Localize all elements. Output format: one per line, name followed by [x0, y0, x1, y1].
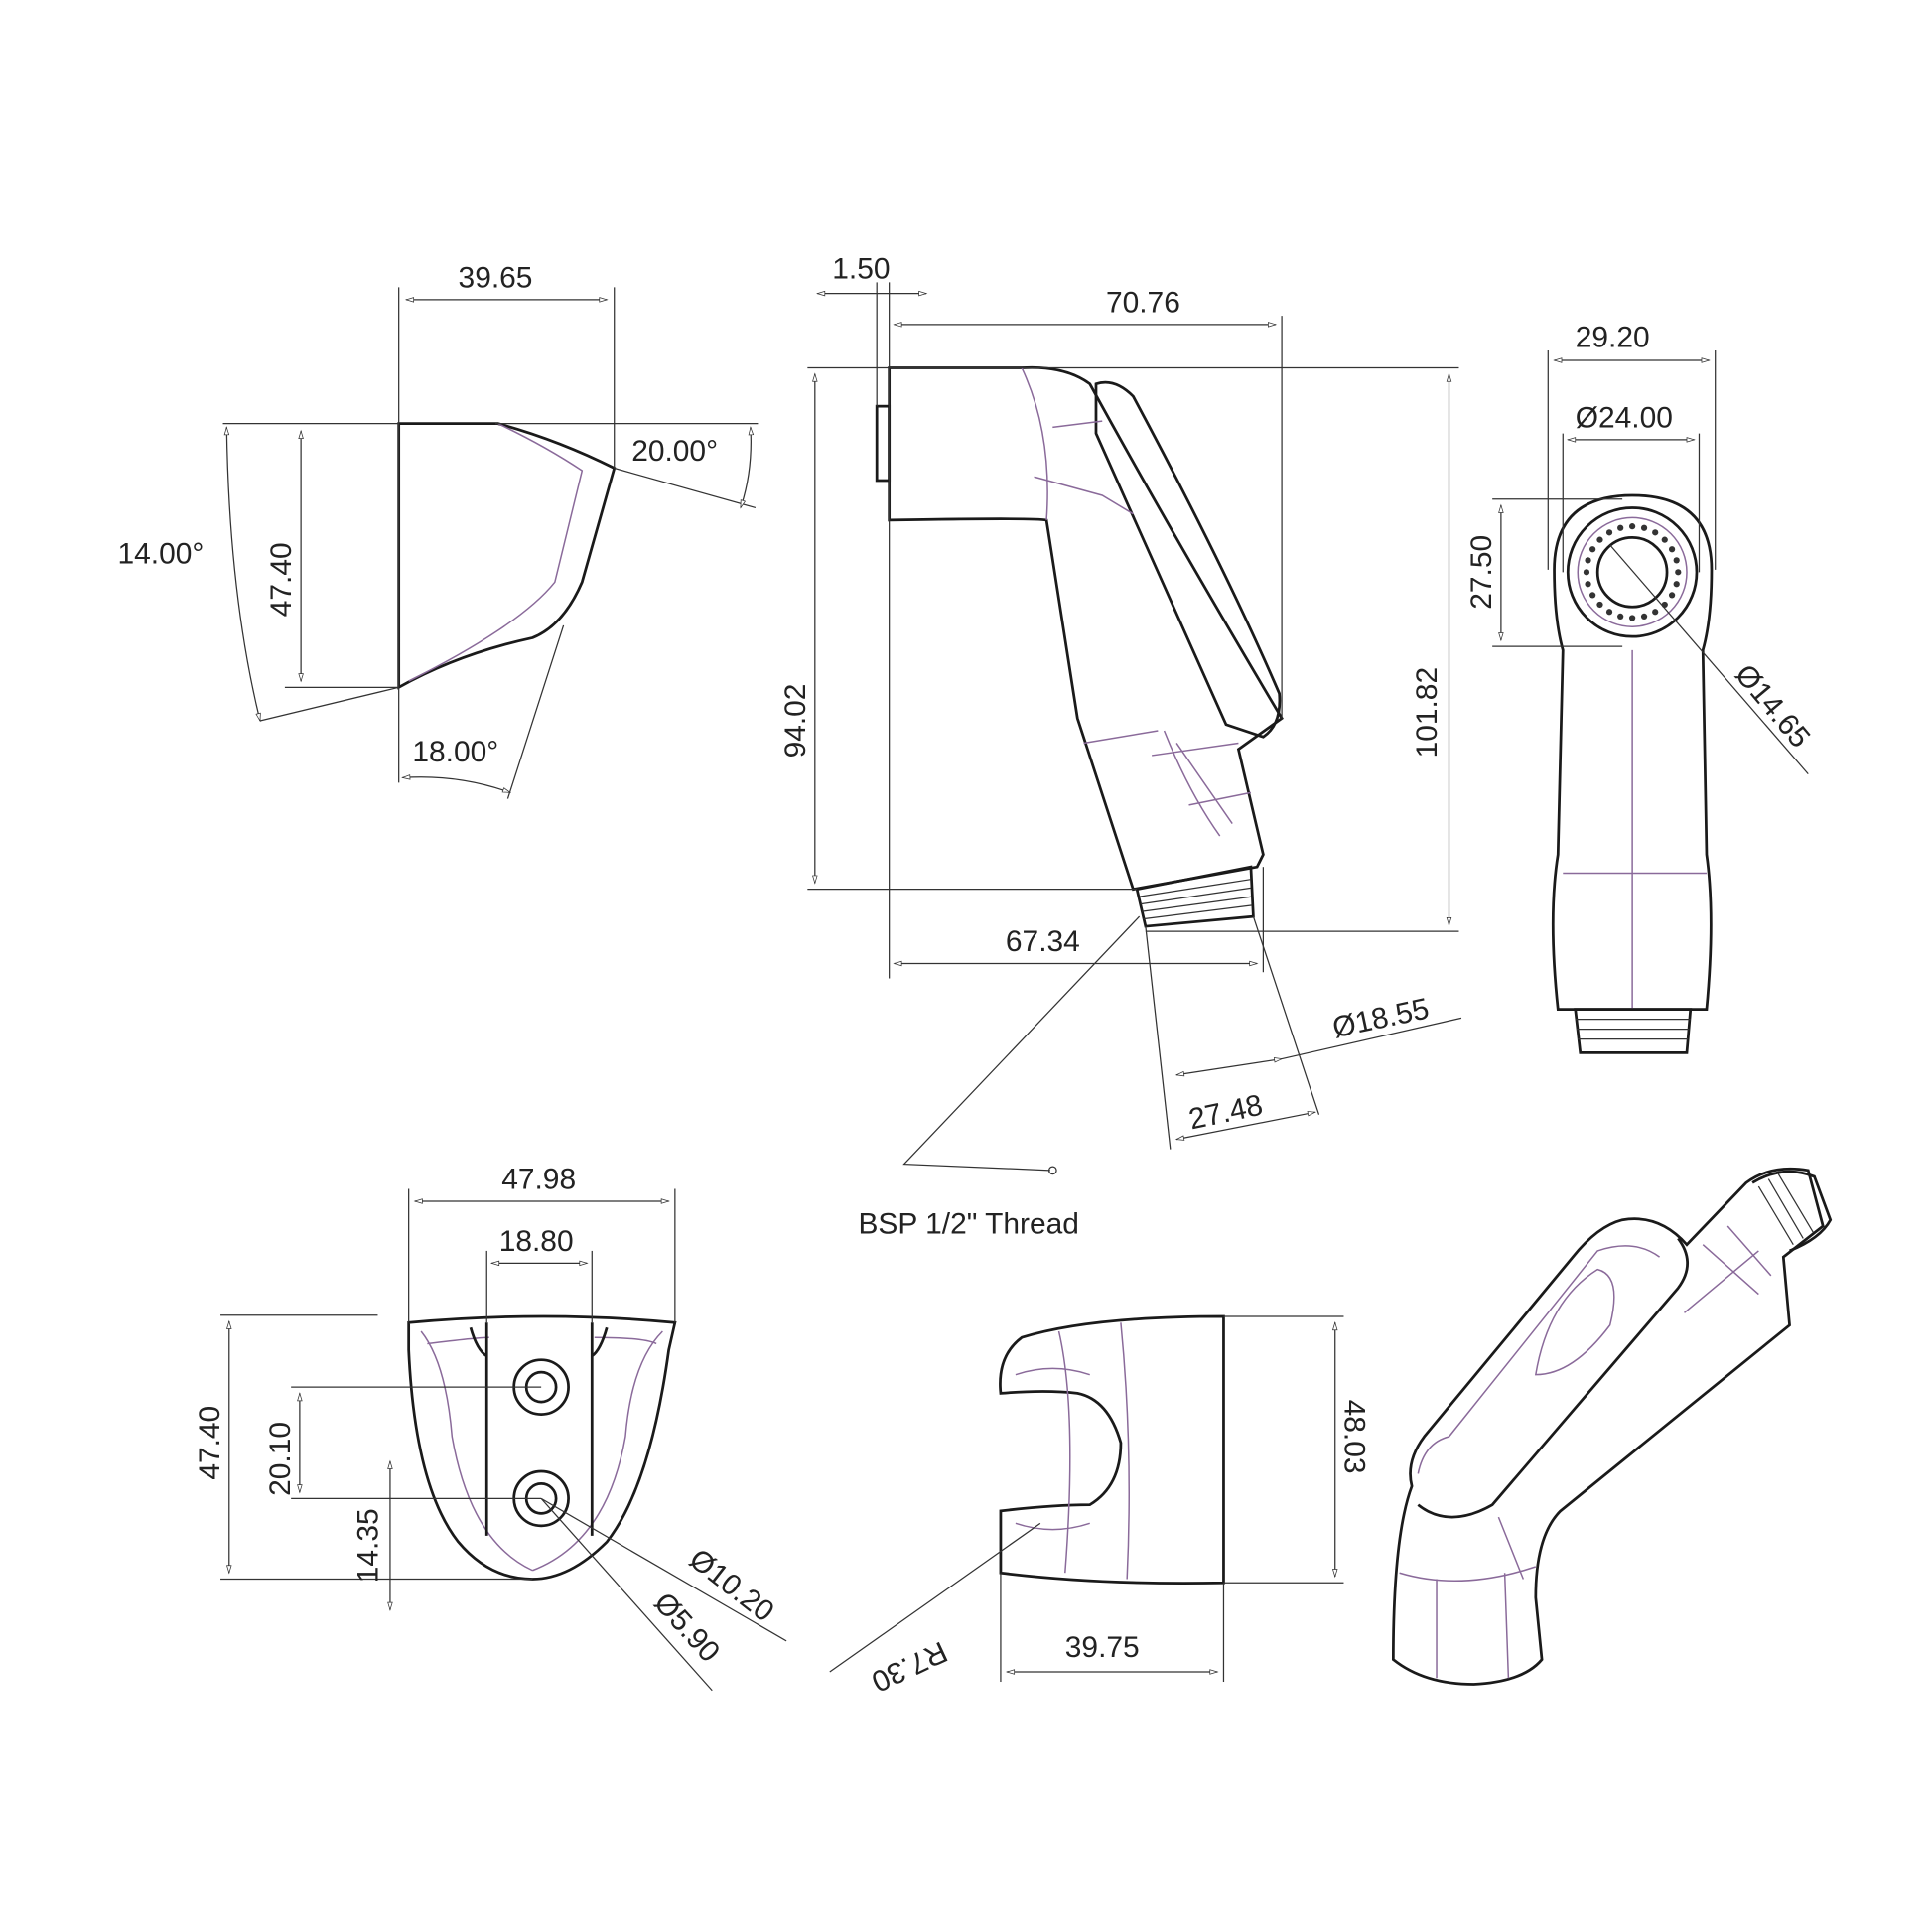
- spray-hole: [1596, 536, 1603, 543]
- dim-front-holder-height: 47.40: [194, 1406, 226, 1480]
- spray-hole: [1673, 581, 1680, 588]
- spray-hole: [1661, 536, 1668, 543]
- spray-hole: [1605, 609, 1613, 616]
- spray-hole: [1589, 546, 1596, 553]
- spray-hole: [1596, 601, 1603, 609]
- sprayer-front-view: 29.20 Ø24.00 27.50 Ø14.65: [1465, 321, 1816, 1054]
- dim-total-height: 101.82: [1411, 667, 1444, 759]
- dim-head-height: 27.50: [1465, 535, 1498, 610]
- spray-hole: [1652, 529, 1659, 536]
- dim-holder-height: 47.40: [265, 542, 298, 617]
- spray-hole: [1583, 569, 1590, 576]
- dim-holder-width: 39.65: [459, 261, 533, 294]
- holder-front-view: 47.98 18.80 47.40 20.10 14.35 Ø10.20 Ø5.…: [194, 1164, 787, 1692]
- spray-hole: [1668, 592, 1676, 599]
- dim-slot-width: 18.80: [499, 1225, 574, 1258]
- dim-inner-dia: Ø14.65: [1728, 658, 1816, 754]
- dim-top-height: 48.03: [1338, 1400, 1371, 1474]
- spray-hole: [1585, 557, 1591, 564]
- spray-hole: [1589, 592, 1596, 599]
- spray-hole: [1661, 601, 1668, 609]
- spray-hole: [1652, 609, 1659, 616]
- dim-hole-spacing: 20.10: [264, 1422, 297, 1496]
- dim-top-depth: 39.75: [1065, 1631, 1140, 1664]
- spray-hole: [1640, 524, 1648, 531]
- spray-hole: [1585, 581, 1591, 588]
- dim-thread-width: 27.48: [1186, 1089, 1266, 1137]
- dim-radius: R7.30: [867, 1635, 952, 1699]
- spray-hole: [1617, 613, 1624, 621]
- sprayer-side-view: 1.50 70.76 94.02 101.82 67.34 Ø18.55 27.…: [779, 253, 1462, 1240]
- dim-head-dia: Ø24.00: [1576, 401, 1673, 434]
- spray-holes: [1583, 523, 1682, 621]
- dim-front-width: 29.20: [1576, 321, 1650, 353]
- spray-hole: [1629, 523, 1636, 530]
- holder-top-view: 48.03 39.75 R7.30: [829, 1314, 1371, 1699]
- spray-hole: [1675, 569, 1682, 576]
- dim-base-length: 67.34: [1006, 925, 1080, 958]
- dim-angle-left: 14.00°: [118, 538, 205, 571]
- dim-angle-bottom: 18.00°: [412, 736, 498, 768]
- spray-hole: [1629, 615, 1636, 621]
- dim-body-height: 94.02: [779, 684, 812, 759]
- spray-hole: [1617, 524, 1624, 531]
- sprayer-isometric-view: [1391, 1167, 1833, 1686]
- dim-front-holder-width: 47.98: [501, 1164, 576, 1196]
- spray-hole: [1640, 613, 1648, 621]
- dim-lip: 1.50: [832, 253, 890, 286]
- dim-length: 70.76: [1106, 286, 1180, 319]
- dim-hole-offset: 14.35: [351, 1508, 384, 1583]
- holder-side-view: 39.65 47.40 14.00° 20.00° 18.00°: [118, 261, 759, 799]
- thread-note: BSP 1/2" Thread: [858, 1207, 1078, 1240]
- spray-hole: [1605, 529, 1613, 536]
- spray-hole: [1668, 546, 1676, 553]
- dim-angle-top: 20.00°: [631, 435, 718, 468]
- spray-hole: [1673, 557, 1680, 564]
